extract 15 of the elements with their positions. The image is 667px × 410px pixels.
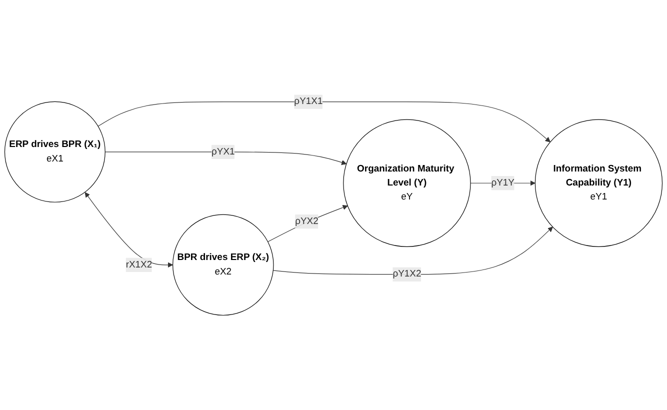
node-circle: Organization Maturity Level (Y) eY — [343, 119, 471, 247]
arrow — [98, 102, 550, 142]
arrow — [268, 205, 348, 242]
edge-label: rX1X2 — [126, 260, 152, 270]
edge-label: ρYX1 — [212, 146, 235, 157]
node-circle: Information System Capability (Y1) eY1 — [534, 119, 663, 247]
edge-label: ρYX2 — [295, 216, 318, 226]
arrow — [104, 152, 347, 165]
node-circle: BPR drives ERP (X₂) eX2 — [172, 214, 274, 316]
edge-label: ρY1X1 — [294, 96, 323, 107]
edge-label: ρY1X2 — [392, 269, 422, 280]
arrow — [84, 192, 174, 268]
arrow — [272, 226, 553, 275]
edge-label: ρY1Y — [491, 178, 514, 188]
node-circle: ERP drives BPR (X₁) eX1 — [4, 101, 106, 202]
